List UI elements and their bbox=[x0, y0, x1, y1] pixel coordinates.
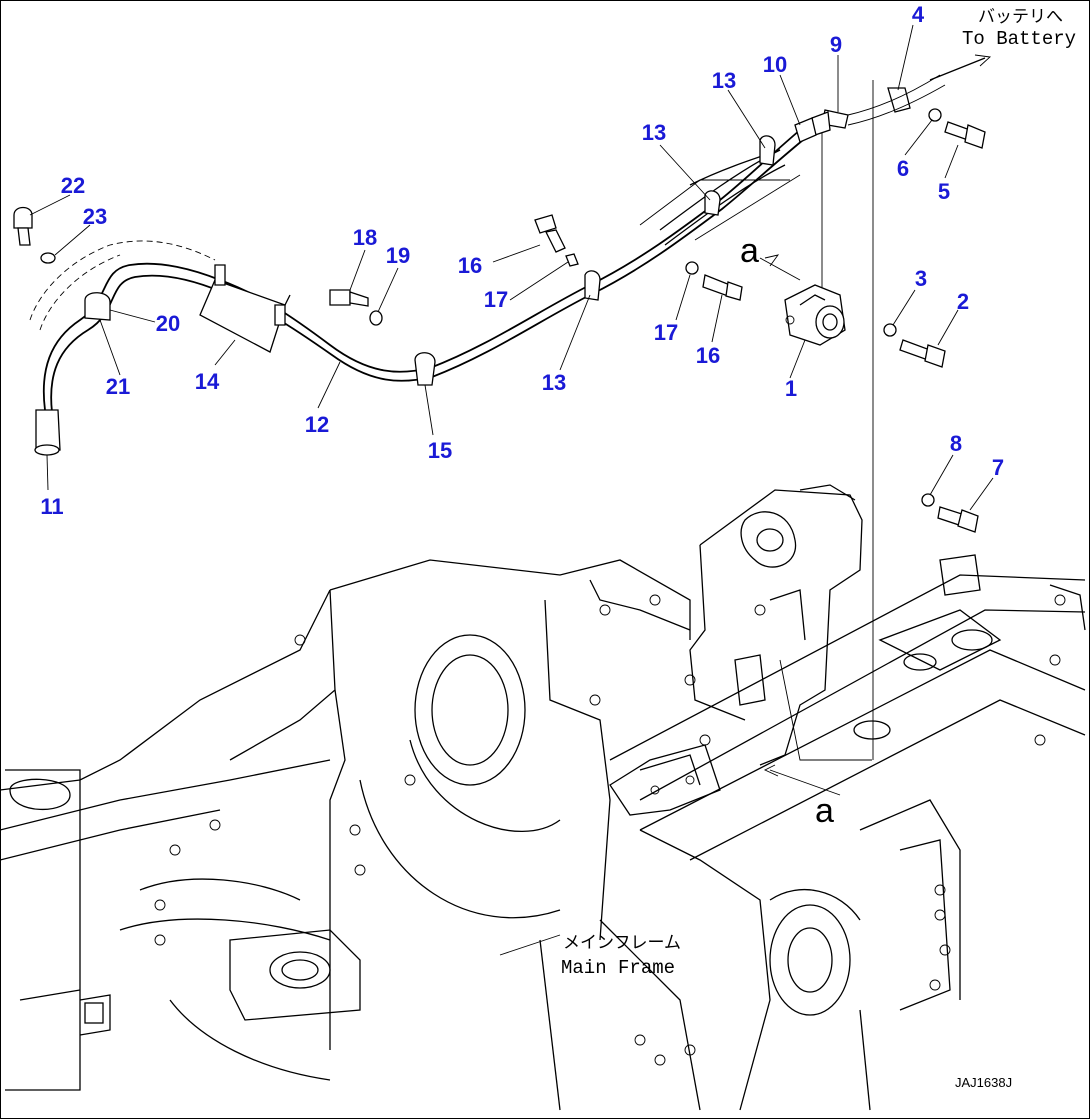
callout-16-top: 16 bbox=[458, 253, 482, 278]
callout-3: 3 bbox=[915, 266, 927, 291]
callout-13-mid: 13 bbox=[642, 120, 666, 145]
battery-note-en: To Battery bbox=[962, 28, 1076, 50]
callout-11: 11 bbox=[40, 494, 63, 519]
callout-13-top: 13 bbox=[712, 68, 736, 93]
callout-5: 5 bbox=[938, 179, 950, 204]
callout-20: 20 bbox=[156, 311, 180, 336]
callout-19: 19 bbox=[386, 243, 410, 268]
callout-10: 10 bbox=[763, 52, 787, 77]
view-a-marker-top: a bbox=[740, 232, 759, 270]
main-frame-drawing bbox=[0, 484, 1086, 1111]
callout-6: 6 bbox=[897, 156, 909, 181]
callout-14: 14 bbox=[195, 369, 220, 394]
battery-cable-harness bbox=[13, 54, 992, 533]
leader-lines bbox=[29, 24, 994, 956]
callout-12: 12 bbox=[305, 412, 329, 437]
callout-9: 9 bbox=[830, 32, 842, 57]
callout-4: 4 bbox=[912, 2, 925, 27]
callout-16-bottom: 16 bbox=[696, 343, 720, 368]
callout-15: 15 bbox=[428, 438, 452, 463]
callout-23: 23 bbox=[83, 204, 107, 229]
callout-17-bottom: 17 bbox=[654, 320, 678, 345]
battery-note-jp: バッテリへ bbox=[978, 7, 1063, 27]
callout-2: 2 bbox=[957, 289, 969, 314]
callout-21: 21 bbox=[106, 374, 130, 399]
main-frame-label-jp: メインフレーム bbox=[563, 933, 681, 953]
callout-22: 22 bbox=[61, 173, 85, 198]
callout-numbers: 4 9 10 13 13 6 5 22 23 18 19 16 17 3 2 2… bbox=[40, 2, 1004, 519]
main-frame-label-en: Main Frame bbox=[561, 957, 675, 979]
callout-8: 8 bbox=[950, 431, 962, 456]
callout-13-bottom: 13 bbox=[542, 370, 566, 395]
callout-17-top: 17 bbox=[484, 287, 508, 312]
callout-18: 18 bbox=[353, 225, 377, 250]
callout-7: 7 bbox=[992, 455, 1004, 480]
callout-1: 1 bbox=[785, 376, 797, 401]
view-a-marker-bottom: a bbox=[815, 792, 834, 830]
drawing-reference: JAJ1638J bbox=[955, 1075, 1012, 1090]
